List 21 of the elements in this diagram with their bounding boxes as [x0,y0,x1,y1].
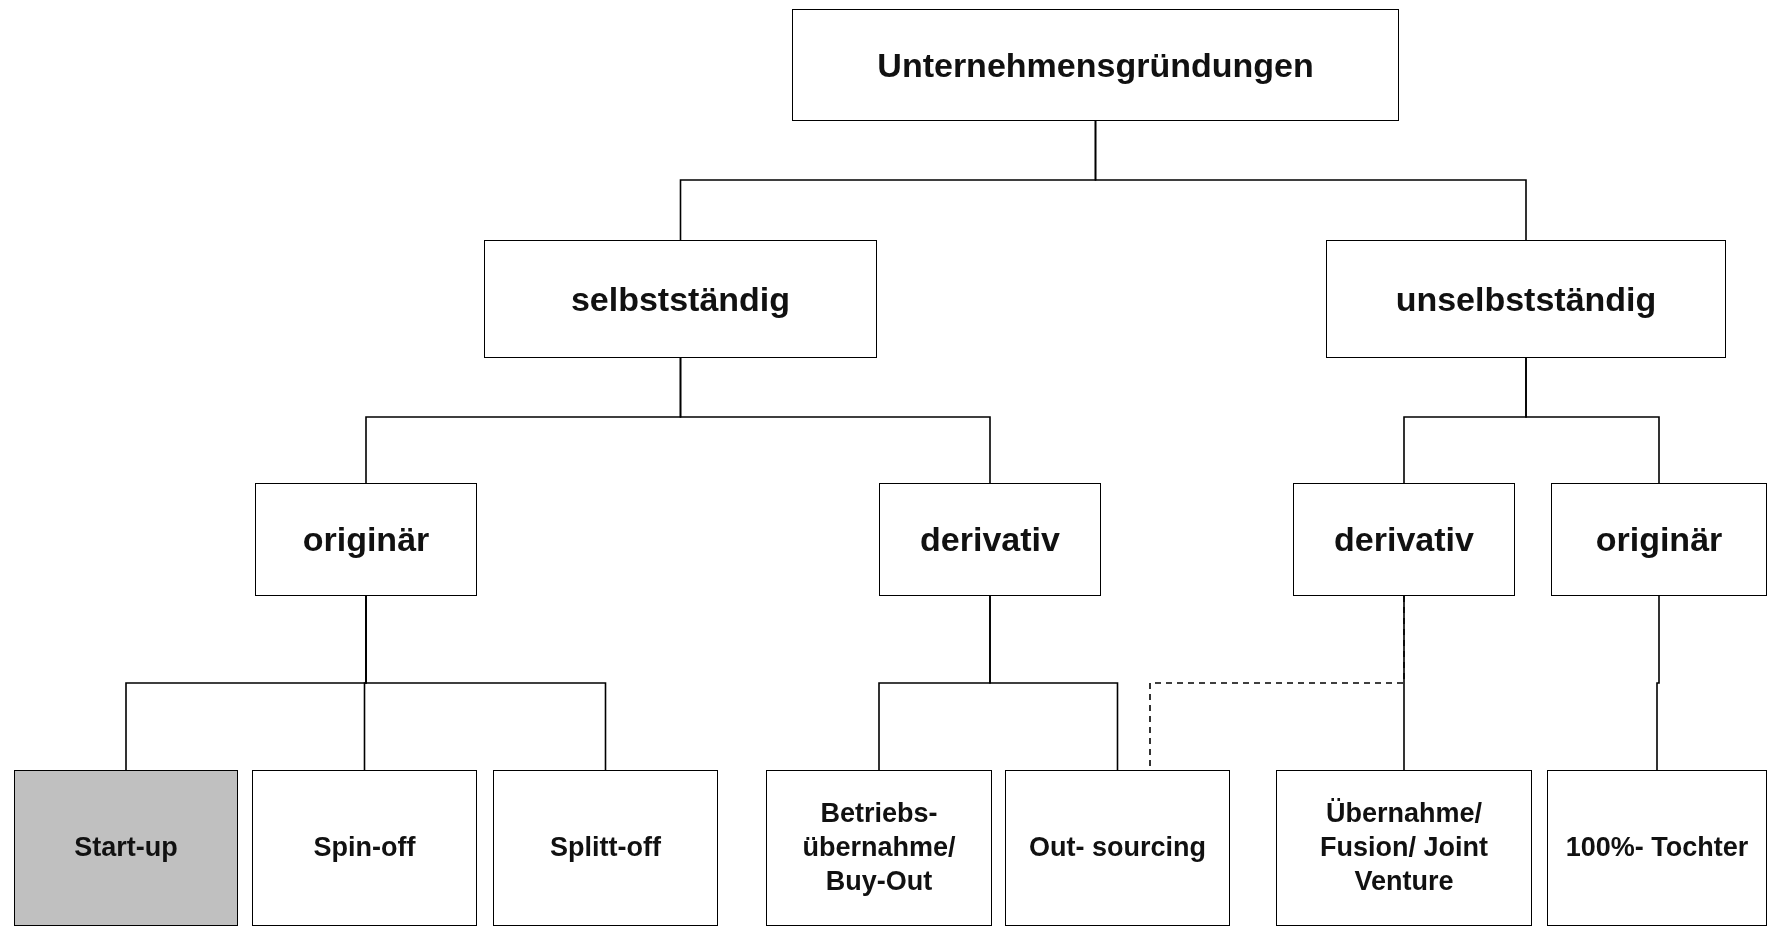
connector-line [1403,595,1405,771]
connector-line [1525,357,1660,484]
connector-line [989,595,1119,771]
category-box: Splitt-off [493,770,718,926]
category-box: Unternehmensgründungen [792,9,1399,121]
category-box: Übernahme/ Fusion/ Joint Venture [1276,770,1532,926]
category-box: derivativ [1293,483,1515,596]
category-box: Betriebs- übernahme/ Buy-Out [766,770,992,926]
connector-line [1094,120,1527,241]
connector-line [679,357,991,484]
category-box: derivativ [879,483,1101,596]
category-box: Start-up [14,770,238,926]
connector-line [1656,595,1660,771]
category-box: unselbstständig [1326,240,1726,358]
category-box: Out- sourcing [1005,770,1230,926]
category-box: Spin-off [252,770,477,926]
category-box: selbstständig [484,240,877,358]
category-box: originär [1551,483,1767,596]
category-box: 100%- Tochter [1547,770,1767,926]
connector-line [365,595,607,771]
category-box: originär [255,483,477,596]
